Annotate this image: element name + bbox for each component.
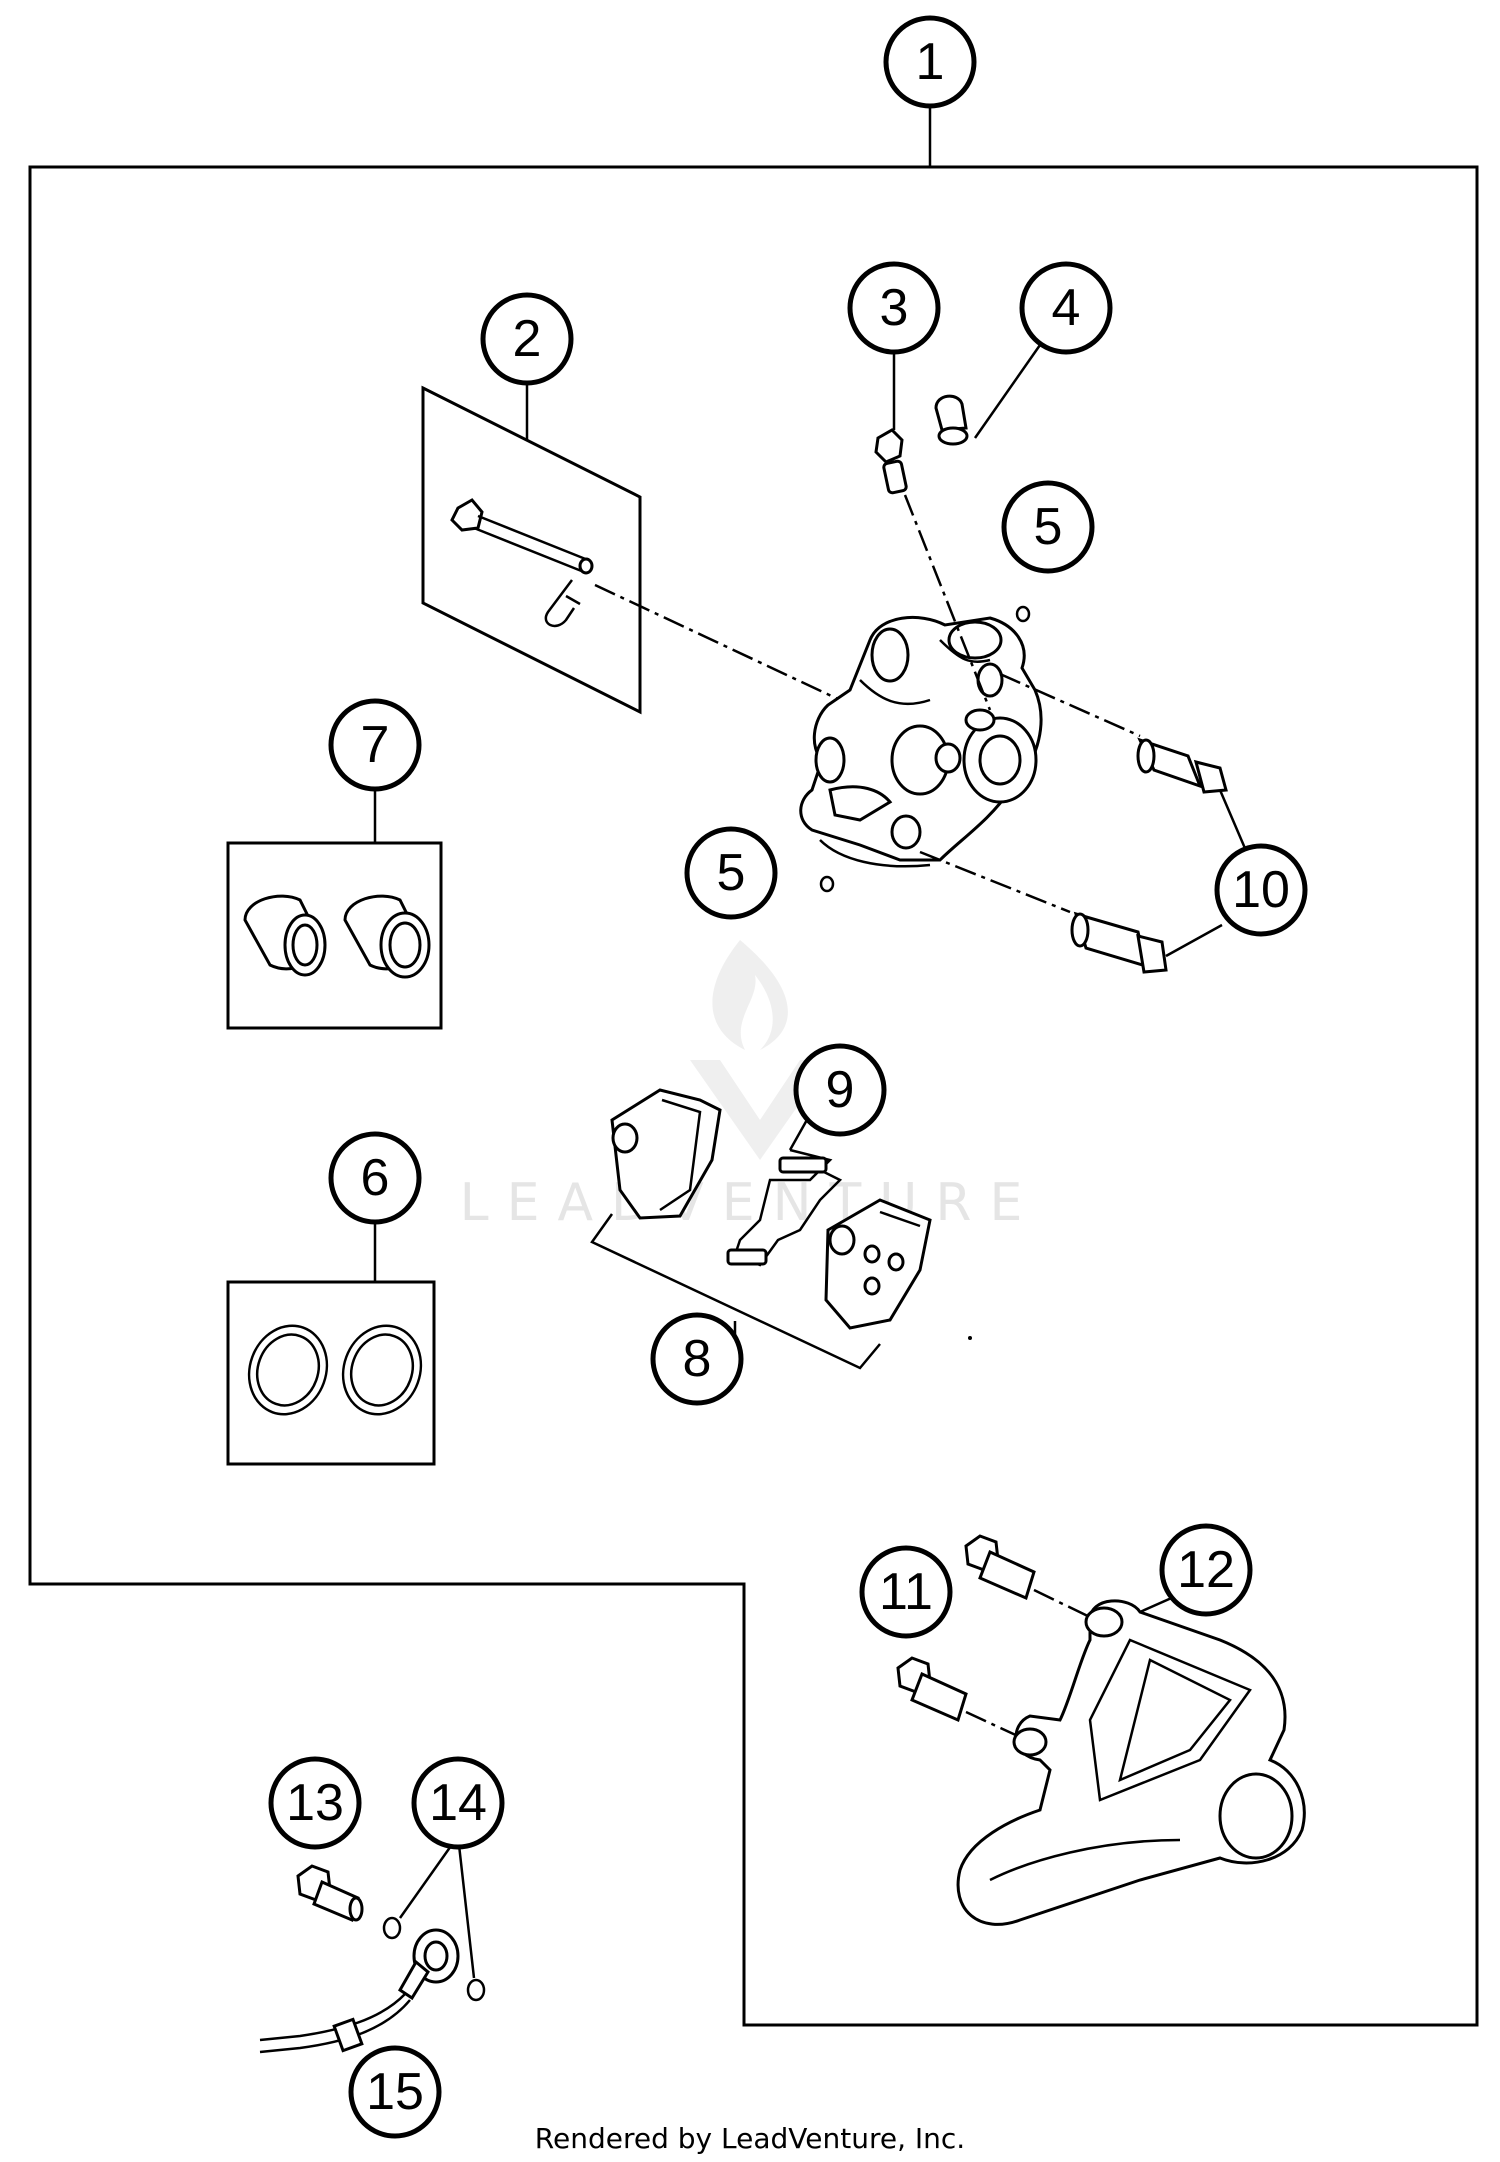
r-clip	[544, 579, 581, 628]
bleed-screw	[874, 428, 908, 495]
stray-dot	[968, 1336, 972, 1340]
svg-text:14: 14	[429, 1774, 487, 1832]
callout-8: 8	[650, 1312, 744, 1406]
svg-text:8: 8	[683, 1330, 712, 1388]
svg-text:5: 5	[717, 844, 746, 902]
callout-12: 12	[1159, 1523, 1253, 1617]
callout-2: 2	[480, 292, 574, 386]
brake-pad-left	[610, 1088, 722, 1220]
callout-11: 11	[859, 1545, 953, 1639]
dash-bleed	[903, 494, 992, 711]
footer-credit: Rendered by LeadVenture, Inc.	[535, 2122, 965, 2155]
pad-spring	[726, 1148, 843, 1267]
seals-box	[226, 1280, 436, 1466]
seal-ring-right	[341, 1324, 423, 1416]
banjo-bolt	[296, 1864, 364, 1923]
watermark-text: LEADVENTURE	[460, 1173, 1041, 1233]
callout-10: 10	[1214, 843, 1308, 937]
bracket-bolt-lower	[896, 1656, 968, 1723]
dash-guide-upper	[999, 672, 1141, 738]
svg-text:10: 10	[1232, 861, 1290, 919]
svg-text:6: 6	[361, 1149, 390, 1207]
svg-text:13: 13	[286, 1774, 344, 1832]
callout-14: 14	[411, 1756, 505, 1850]
dash-pin	[594, 583, 841, 702]
svg-text:11: 11	[879, 1563, 933, 1621]
piston-left	[243, 894, 327, 977]
bracket-bolt-upper	[964, 1534, 1036, 1601]
caliper-bracket	[956, 1599, 1306, 1926]
callout-13: 13	[268, 1756, 362, 1850]
brake-hose	[259, 1928, 460, 2054]
svg-text:5: 5	[1034, 498, 1063, 556]
o-ring-lower	[819, 875, 835, 893]
piston-right	[343, 894, 431, 979]
svg-text:2: 2	[513, 310, 542, 368]
leader-14	[398, 1835, 476, 1979]
leader-4	[973, 344, 1042, 439]
svg-text:3: 3	[880, 279, 909, 337]
leader-9	[788, 1117, 810, 1151]
svg-text:4: 4	[1052, 279, 1081, 337]
bleed-cap	[934, 394, 969, 446]
svg-text:15: 15	[366, 2063, 424, 2121]
svg-text:1: 1	[916, 33, 945, 91]
svg-text:7: 7	[361, 716, 390, 774]
assembly-frame	[28, 165, 1479, 2027]
dash-bolt-lower	[965, 1710, 1023, 1740]
washer-upper	[382, 1916, 402, 1940]
callout-6: 6	[328, 1131, 422, 1225]
callout-4: 4	[1019, 261, 1113, 355]
callout-7: 7	[328, 698, 422, 792]
callout-9: 9	[793, 1043, 887, 1137]
brake-pad-right	[824, 1198, 932, 1330]
callout-3: 3	[847, 261, 941, 355]
dash-bolt-upper	[1033, 1588, 1097, 1622]
callout-5-lower: 5	[684, 826, 778, 920]
caliper-pin	[450, 498, 594, 575]
svg-text:12: 12	[1177, 1541, 1235, 1599]
brake-caliper	[799, 615, 1043, 868]
o-ring-upper	[1015, 605, 1031, 623]
watermark: LEADVENTURE	[460, 940, 1041, 1233]
callout-15: 15	[348, 2045, 442, 2139]
dash-guide-lower	[919, 850, 1071, 914]
bracket-8	[590, 1213, 881, 1370]
washer-lower	[466, 1978, 486, 2002]
svg-text:9: 9	[826, 1061, 855, 1119]
callout-5-upper: 5	[1001, 480, 1095, 574]
guide-pin-upper	[1136, 737, 1228, 794]
callout-1: 1	[883, 15, 977, 109]
seal-ring-left	[247, 1324, 329, 1416]
guide-pin-lower	[1070, 911, 1168, 974]
